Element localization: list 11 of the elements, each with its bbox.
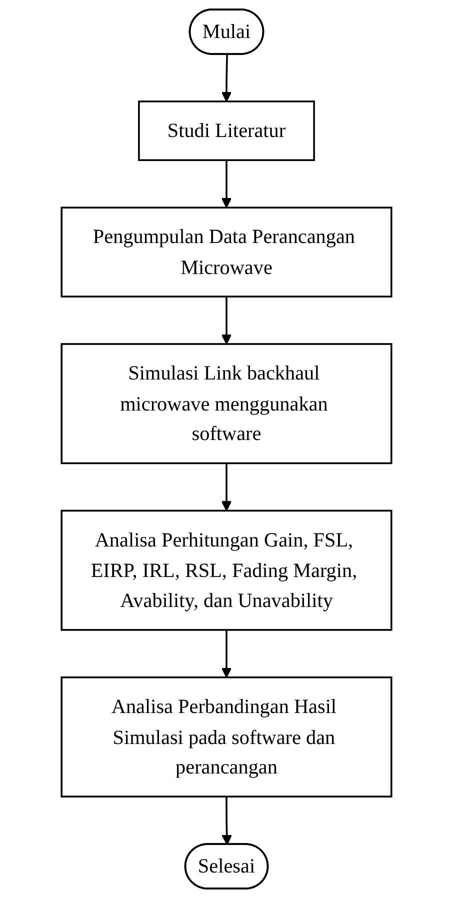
arrow — [222, 796, 232, 846]
arrow — [221, 296, 232, 344]
arrow — [221, 54, 232, 102]
arrow — [221, 160, 232, 208]
node-box — [60, 676, 392, 798]
node-box — [138, 100, 315, 162]
node-box — [60, 510, 392, 631]
arrow — [221, 463, 232, 512]
node-box — [60, 343, 392, 464]
arrow — [221, 630, 232, 678]
node-box — [60, 206, 392, 298]
